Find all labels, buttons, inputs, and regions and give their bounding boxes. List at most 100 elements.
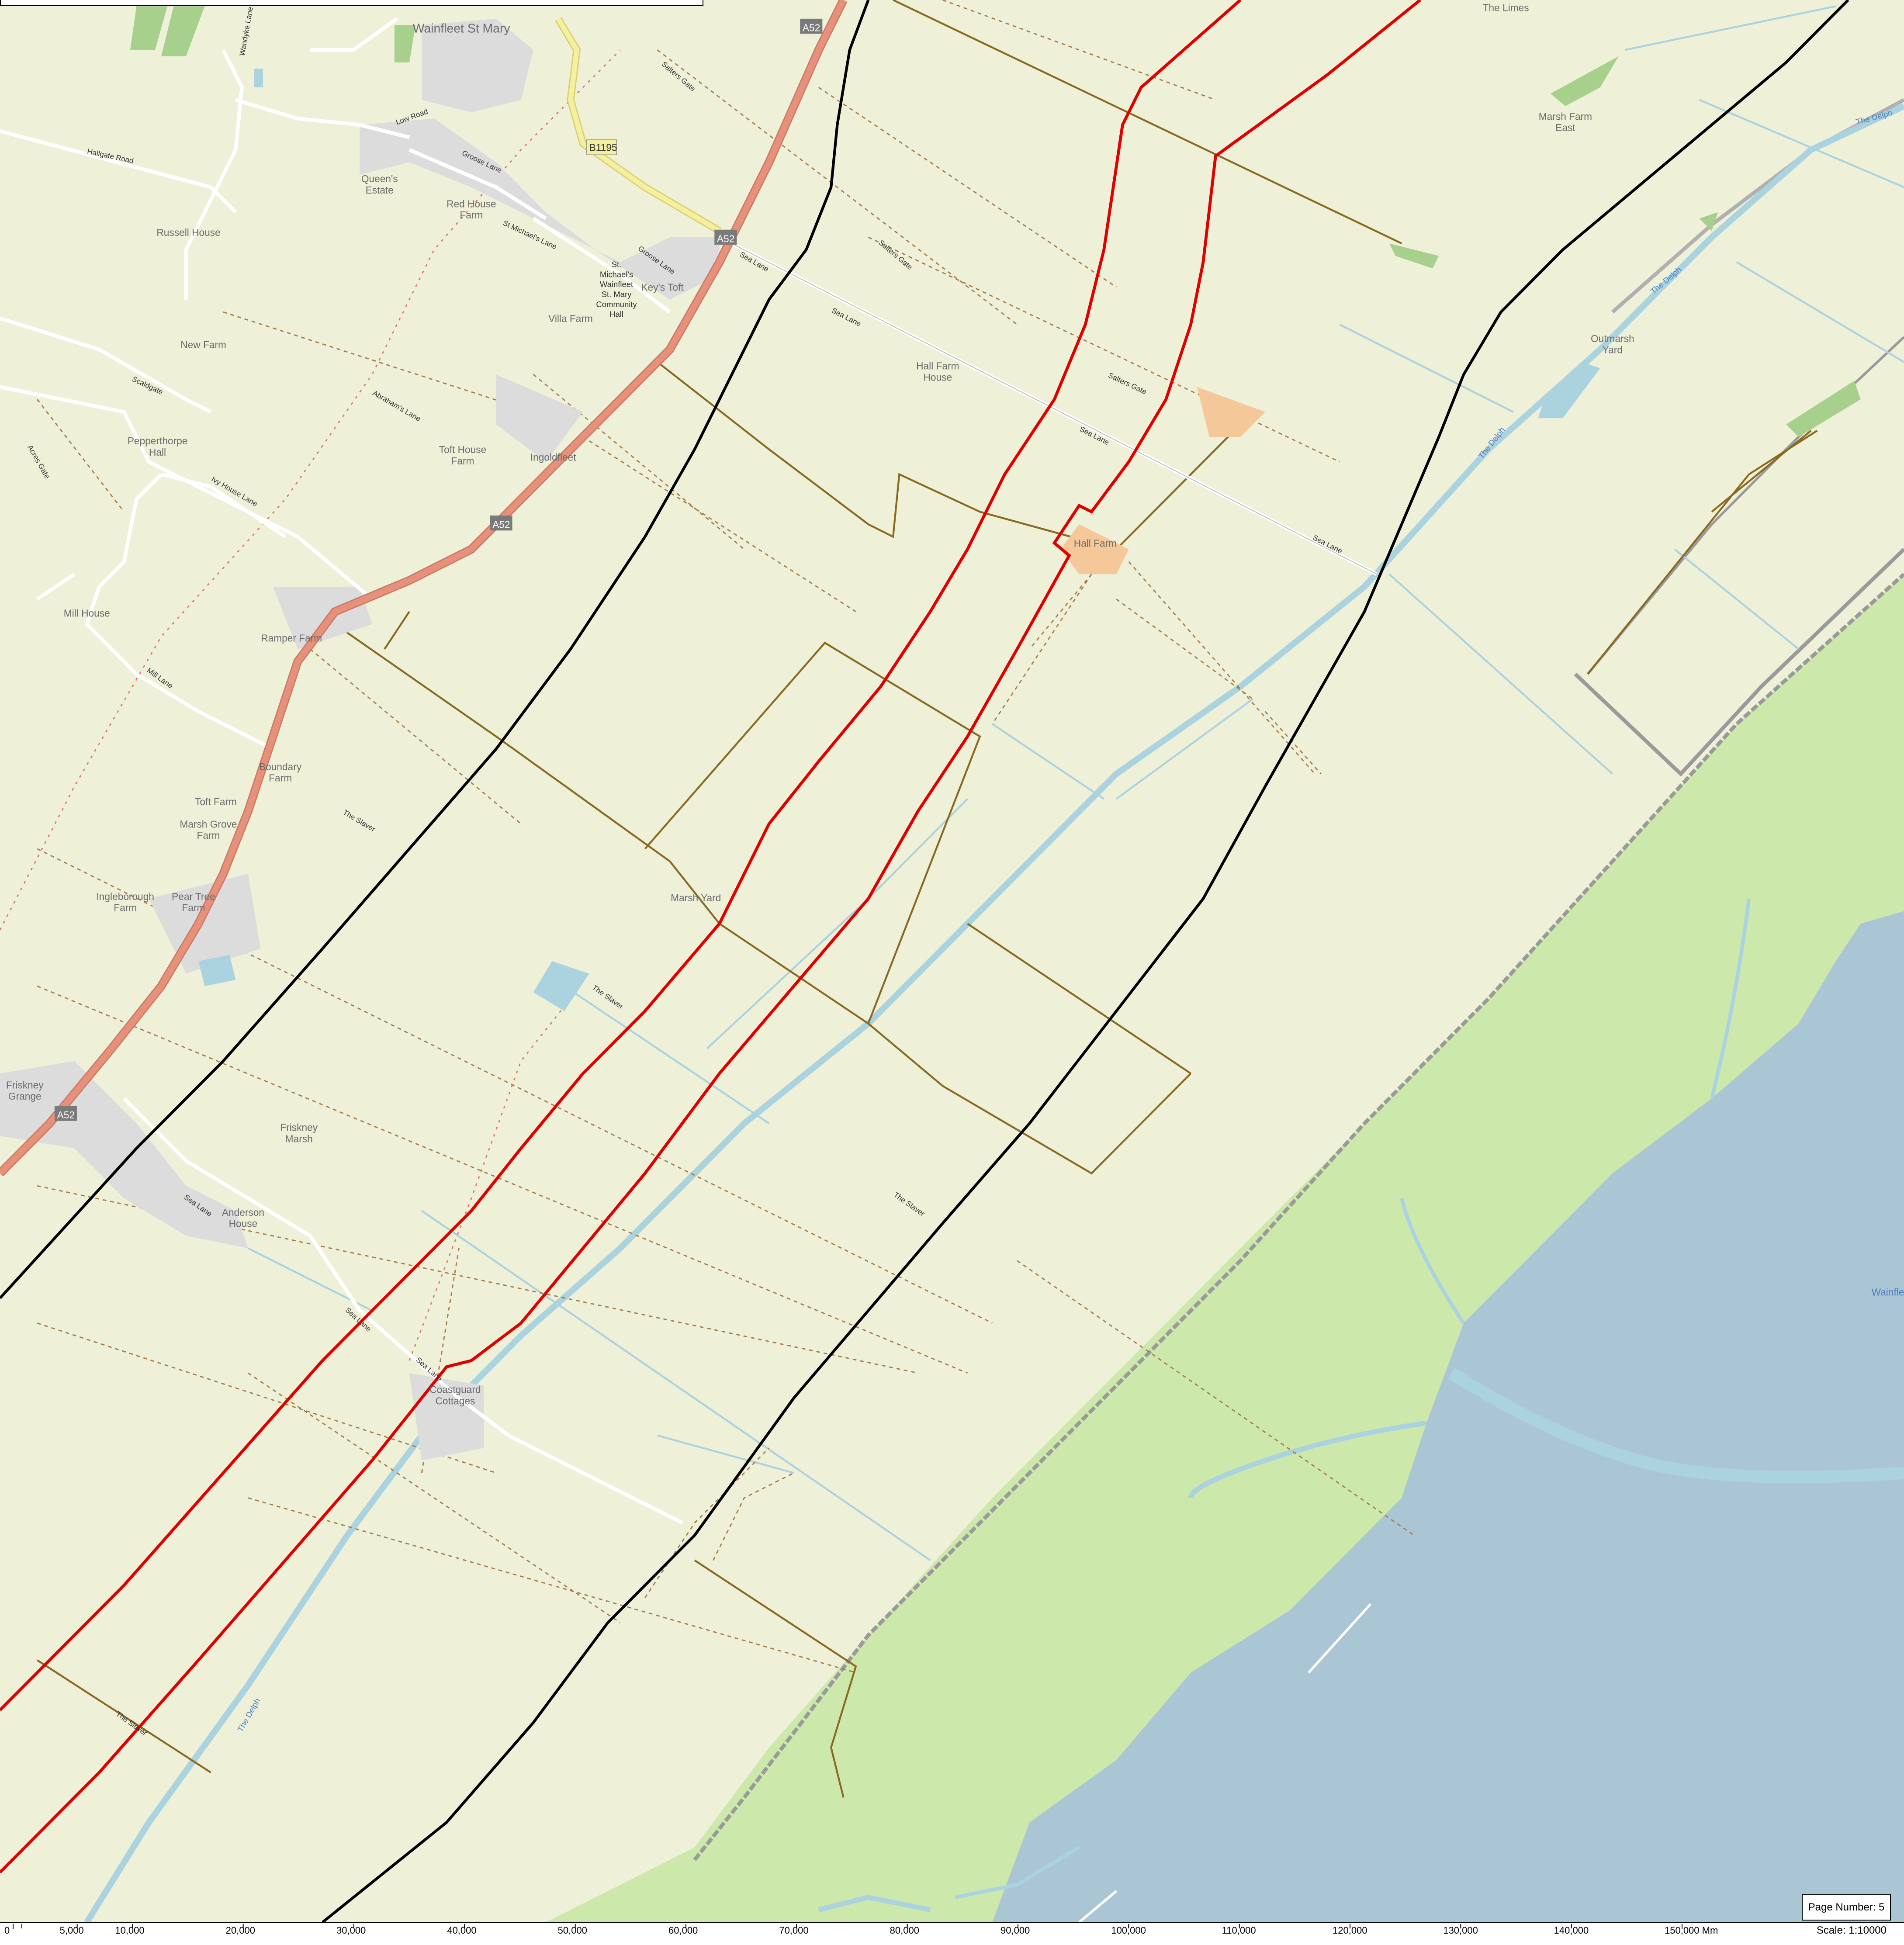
sea-bank: [693, 573, 1904, 1861]
scale-tick-label: 140,000: [1554, 1925, 1589, 1936]
place-label: East: [1555, 122, 1575, 133]
boundary-line: [0, 49, 621, 931]
route-black-west[interactable]: [0, 0, 870, 1299]
route-black-east[interactable]: [322, 0, 1849, 1922]
place-label: Red House: [447, 198, 496, 209]
place-label: St.: [612, 260, 622, 269]
a52-shield-label: A52: [803, 22, 820, 33]
place-label: Community: [596, 300, 637, 309]
place-label: Villa Farm: [548, 313, 593, 324]
place-label: Estate: [366, 184, 394, 196]
place-labels: Wainfleet St Mary The Limes Marsh Farm E…: [6, 2, 1904, 1407]
field-paths: [37, 0, 1415, 1673]
scale-bar: [0, 1922, 1904, 1945]
place-label: Toft Farm: [195, 796, 237, 807]
route-red-west[interactable]: [0, 0, 1242, 1711]
creek: [818, 1895, 931, 1913]
route-red-east[interactable]: [0, 0, 1421, 1874]
scale-tick-label: 5,000: [59, 1925, 84, 1936]
place-label: Hall Farm: [1074, 537, 1117, 549]
tracks: [37, 0, 1818, 1798]
place-label: Anderson: [222, 1207, 264, 1218]
b1195-shield-label: B1195: [589, 142, 617, 153]
scale-tick-label: 0: [4, 1925, 10, 1936]
place-label: Michael's: [600, 270, 633, 279]
scale-tick-label: 10,000: [115, 1925, 145, 1936]
place-label: Marsh Yard: [671, 892, 721, 903]
scale-tick-label: 80,000: [890, 1925, 919, 1936]
scale-tick-label: 60,000: [668, 1925, 698, 1936]
place-label: Mill House: [64, 607, 110, 619]
pond: [533, 961, 589, 1011]
b1195-road: [556, 17, 721, 233]
a52-shield-label: A52: [57, 1109, 75, 1121]
urban-areas: [0, 18, 720, 1460]
place-label: The Limes: [1483, 2, 1529, 14]
scale-tick-label: 120,000: [1333, 1925, 1367, 1936]
a52-shields: [54, 18, 823, 1121]
a52-road: [0, 0, 846, 1176]
place-label: Farm: [451, 455, 474, 467]
place-label: Ingoldfleet: [530, 451, 576, 463]
creek: [1400, 1197, 1465, 1324]
a52-shield-label: A52: [492, 519, 510, 530]
place-label: Boundary: [259, 761, 302, 772]
place-label: St. Mary: [602, 290, 632, 299]
place-label: Farm: [460, 209, 483, 221]
farm-highlight-hall-farm: [1060, 524, 1129, 575]
scale-ticks: [13, 1924, 1682, 1929]
title-box-edge: [0, 0, 703, 6]
farm-highlight-salters-gate: [1197, 387, 1265, 437]
sea-wall-line: [1308, 1603, 1372, 1674]
page-number: Page Number: 5: [1802, 1894, 1891, 1921]
place-label: Hall: [609, 310, 623, 319]
minor-road-outlines: [719, 237, 1377, 575]
place-label: Ramper Farm: [261, 633, 322, 644]
town-label: Wainfleet St Mary: [413, 21, 511, 35]
place-label: Toft House: [439, 444, 486, 455]
place-label: Hall Farm: [916, 360, 959, 372]
place-label: Pear Tree: [172, 891, 215, 902]
place-label: Farm: [182, 902, 205, 914]
place-label: Hall: [149, 446, 166, 458]
pond: [254, 69, 263, 87]
place-label: House: [229, 1218, 258, 1229]
pond: [198, 955, 236, 986]
place-label: Marsh Grove: [180, 818, 237, 830]
scale-tick-label: 100,000: [1111, 1925, 1146, 1936]
place-label: House: [924, 371, 952, 383]
place-label: Marsh: [285, 1133, 313, 1144]
scale-tick-label: 110,000: [1222, 1925, 1256, 1936]
place-label: Russell House: [156, 227, 220, 238]
place-label: Key's Toft: [641, 282, 684, 293]
scale-tick-label: 20,000: [225, 1925, 255, 1936]
scale-tick-label: 30,000: [336, 1925, 366, 1936]
place-label: Outmarsh: [1591, 333, 1634, 344]
place-label: Cottages: [436, 1395, 475, 1406]
place-label: Wainfle: [1872, 1287, 1904, 1298]
creek: [955, 1845, 1080, 1900]
place-label: Pepperthorpe: [128, 435, 188, 446]
creek: [1710, 898, 1751, 1099]
sea-area: [992, 911, 1904, 1922]
place-label: Yard: [1603, 344, 1623, 356]
the-delph-river: [84, 103, 1904, 1922]
b1195-shield: [586, 139, 617, 155]
boundary-line: [408, 998, 571, 1361]
sea-bank: [1574, 548, 1904, 777]
sea-bank: [1586, 336, 1904, 675]
place-label: Queen's: [361, 173, 398, 184]
creek: [1448, 1367, 1904, 1484]
place-label: Friskney: [280, 1122, 318, 1133]
place-label: Marsh Farm: [1539, 111, 1592, 122]
map-scale: Scale: 1:10000: [1816, 1924, 1887, 1936]
place-label: Ingleborough: [96, 891, 154, 902]
place-label: Coastguard: [429, 1384, 481, 1395]
sea-wall-line: [1078, 1890, 1117, 1922]
scale-tick-label: 150,000 Mm: [1665, 1925, 1718, 1936]
place-label: Grange: [8, 1090, 42, 1102]
place-label: Wainfleet: [600, 280, 633, 289]
scale-tick-label: 70,000: [779, 1925, 809, 1936]
